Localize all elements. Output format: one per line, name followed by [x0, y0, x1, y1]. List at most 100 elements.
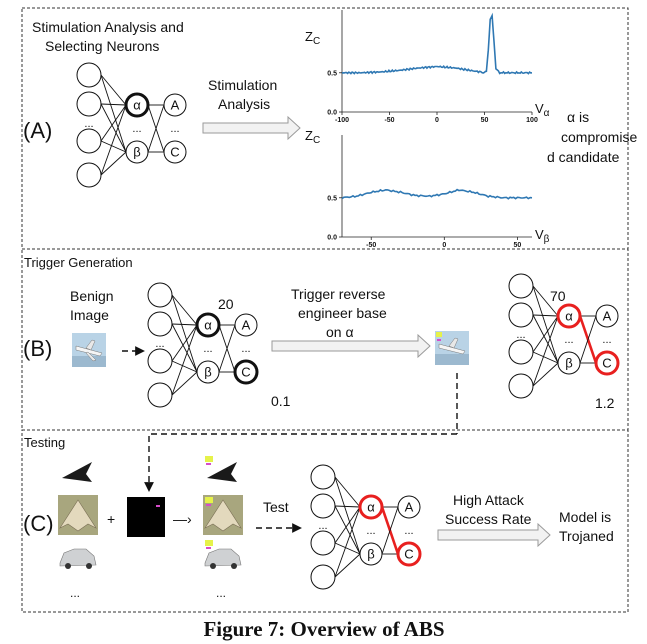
x-tick-label: -50: [384, 117, 394, 124]
panel-b-frame: [21, 248, 629, 431]
connection-line: [171, 324, 198, 362]
output-ellipsis: ...: [241, 343, 250, 355]
connection-line: [100, 103, 127, 153]
connection-line: [100, 104, 127, 142]
output-ellipsis: ...: [602, 334, 611, 346]
input-neuron: [310, 464, 336, 490]
alpha-neuron: [556, 303, 582, 329]
input-neuron: [147, 382, 173, 408]
stamp-magenta-1: [206, 463, 211, 465]
connection-line: [334, 476, 361, 508]
trigger-mask: [127, 497, 165, 537]
c-value-after: 1.2: [595, 395, 615, 411]
figure-caption: Figure 7: Overview of ABS: [203, 617, 444, 641]
output-ellipsis: ...: [404, 525, 413, 537]
input-ellipsis: ...: [84, 118, 93, 130]
panel-a-header-line2: Selecting Neurons: [45, 38, 159, 54]
beta-neuron-label: β: [367, 547, 374, 562]
hidden-ellipsis: ...: [132, 123, 141, 135]
connection-line: [334, 505, 361, 555]
benign-label-1: Benign: [70, 288, 114, 304]
beta-neuron-label: β: [204, 365, 211, 380]
result-label-1: Model is: [559, 509, 611, 525]
alpha-neuron-label: α: [565, 309, 573, 324]
output-a-neuron: [595, 304, 619, 328]
output-a-label: A: [171, 98, 180, 113]
chart-bottom-xlabel: Vβ: [535, 227, 550, 245]
trigger-feed-dashed-arrow: [144, 433, 457, 492]
alpha-neuron-label: α: [367, 500, 375, 515]
output-a-neuron: [397, 495, 421, 519]
connection-line: [100, 103, 127, 106]
panel-c-label: (C): [23, 511, 54, 536]
x-tick-label: 0: [442, 242, 446, 249]
connection-line: [171, 323, 198, 373]
alpha-value-before: 20: [218, 296, 234, 312]
panel-c-frame: [21, 429, 629, 613]
input-neuron: [76, 128, 102, 154]
panel-a-label: (A): [23, 118, 52, 143]
plus-sign: +: [107, 511, 115, 527]
chart-bottom-ylabel: ZC: [305, 128, 320, 146]
y-tick-label: 0.5: [327, 70, 337, 77]
benign-label-2: Image: [70, 307, 109, 323]
trigger-arrow-label-1: Trigger reverse: [291, 286, 386, 302]
connection-line: [532, 315, 559, 353]
stamp-magenta-3: [206, 547, 211, 549]
test-images-right: [203, 454, 243, 576]
trigger-arrow-label-2: engineer base: [298, 305, 387, 321]
series-line: [341, 188, 533, 200]
alpha-neuron: [358, 494, 384, 520]
output-ellipsis: ...: [170, 123, 179, 135]
output-c-neuron: [233, 359, 259, 385]
stamped-bomber-shape: [204, 499, 242, 532]
hidden-ellipsis: ...: [203, 343, 212, 355]
connection-line: [100, 104, 127, 176]
connection-line: [334, 542, 361, 555]
stamped-car-wheel-front: [210, 563, 216, 569]
car-wheel-rear: [86, 563, 92, 569]
connection-line: [100, 140, 127, 153]
chart-top-xlabel-sub: α: [544, 108, 550, 119]
panel-b-label: (B): [23, 336, 52, 361]
x-tick-label: 100: [526, 117, 538, 124]
x-tick-label: -100: [335, 117, 349, 124]
benign-image: [72, 333, 106, 367]
input-neuron: [147, 311, 173, 337]
input-ellipsis: ...: [318, 520, 327, 532]
input-neuron: [310, 564, 336, 590]
input-neuron: [76, 162, 102, 188]
y-tick-label: 0.0: [327, 110, 337, 117]
c-value-before: 0.1: [271, 393, 291, 409]
car-wheel-front: [65, 563, 71, 569]
rate-label-1: High Attack: [453, 492, 525, 508]
connection-line: [334, 506, 361, 544]
arrow-glyph: —›: [173, 511, 192, 527]
panel-a-note-line2: compromise: [561, 129, 637, 145]
series-line: [341, 12, 533, 75]
connection-line: [218, 324, 236, 373]
y-tick-label: 0.5: [327, 195, 337, 202]
alpha-neuron-label: α: [204, 318, 212, 333]
panel-a-header-line1: Stimulation Analysis and: [32, 19, 184, 35]
connection-line: [334, 553, 361, 578]
beta-neuron: [359, 542, 383, 566]
chart-top-ylabel: ZC: [305, 29, 320, 47]
chart-bottom-ylabel-sub: C: [313, 135, 320, 146]
trigger-reverse-arrow: [271, 333, 431, 359]
output-a-neuron: [163, 93, 187, 117]
connection-line: [381, 506, 399, 555]
connection-line: [100, 74, 127, 106]
output-c-label: C: [241, 365, 250, 380]
connection-line: [147, 104, 165, 153]
input-neuron: [508, 339, 534, 365]
jet-shape: [62, 462, 92, 482]
x-tick-label: 50: [513, 242, 521, 249]
connection-line: [171, 323, 198, 326]
stamp-yellow-3: [205, 540, 213, 546]
connection-line: [334, 476, 361, 555]
